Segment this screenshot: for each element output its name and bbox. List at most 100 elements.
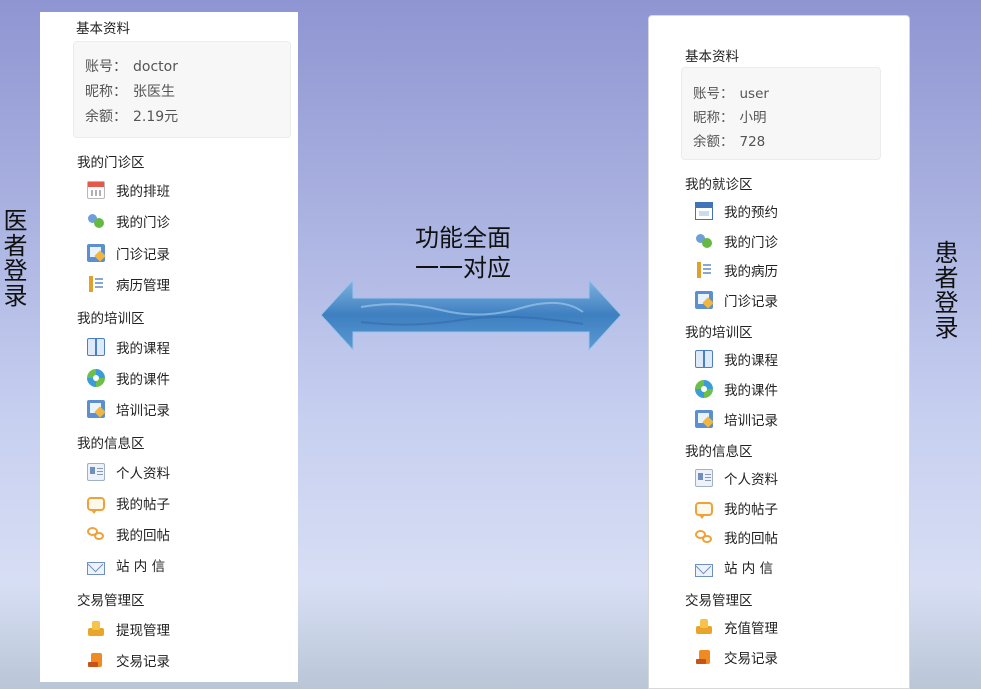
balance-value: 728 xyxy=(739,134,766,150)
nickname-key: 昵称： xyxy=(693,110,734,126)
menu-item-label: 我的预约 xyxy=(724,205,778,221)
menu-item-my-medical-records[interactable]: 我的病历 xyxy=(695,259,778,281)
center-caption-line2: 一一对应 xyxy=(415,254,511,282)
people-icon xyxy=(87,212,105,230)
id-card-icon xyxy=(695,469,713,487)
menu-item-clinic-records[interactable]: 门诊记录 xyxy=(695,289,778,311)
menu-item-label: 培训记录 xyxy=(724,413,778,429)
menu-item-my-posts[interactable]: 我的帖子 xyxy=(87,492,170,514)
menu-item-withdrawal[interactable]: 提现管理 xyxy=(87,618,170,640)
menu-item-my-replies[interactable]: 我的回帖 xyxy=(695,526,778,548)
menu-item-label: 我的门诊 xyxy=(116,215,170,231)
section-title-transactions: 交易管理区 xyxy=(685,593,753,609)
center-caption-line1: 功能全面 xyxy=(415,224,511,252)
menu-item-label: 我的课程 xyxy=(724,353,778,369)
balance-key: 余额： xyxy=(85,109,127,125)
doctor-menu-panel: 基本资料 账号：doctor 昵称：张医生 余额：2.19元 我的门诊区 我的排… xyxy=(40,12,298,682)
menu-item-transaction-records[interactable]: 交易记录 xyxy=(87,649,170,671)
menu-item-label: 门诊记录 xyxy=(724,294,778,310)
menu-item-my-courseware[interactable]: 我的课件 xyxy=(87,367,170,389)
account-info-box: 账号： doctor 昵称： 张医生 余额： 2.19元 xyxy=(73,41,291,138)
menu-item-medical-records[interactable]: 病历管理 xyxy=(87,273,170,295)
speech-bubble-icon xyxy=(87,497,105,514)
patient-menu-panel: 基本资料 账号： user 昵称：小明 余额：728 我的就诊区 我的预约 我的门… xyxy=(648,15,910,689)
nickname-key: 昵称： xyxy=(85,84,127,100)
note-edit-icon xyxy=(87,244,105,262)
people-icon xyxy=(695,232,713,250)
account-value: user xyxy=(739,86,769,102)
menu-item-label: 我的帖子 xyxy=(724,502,778,518)
menu-item-training-records[interactable]: 培训记录 xyxy=(695,408,778,430)
section-title-training: 我的培训区 xyxy=(77,311,145,327)
section-title-transactions: 交易管理区 xyxy=(77,593,145,609)
id-card-icon xyxy=(87,463,105,481)
menu-item-label: 我的课件 xyxy=(724,383,778,399)
menu-item-label: 我的课程 xyxy=(116,341,170,357)
calendar-icon xyxy=(87,181,105,199)
balance-row: 余额：728 xyxy=(693,130,765,150)
menu-item-transaction-records[interactable]: 交易记录 xyxy=(695,646,778,668)
balance-value: 2.19元 xyxy=(133,109,179,125)
center-caption: 功能全面 一一对应 xyxy=(388,223,538,283)
speech-bubble-icon xyxy=(695,502,713,519)
menu-item-my-courses[interactable]: 我的课程 xyxy=(695,348,778,370)
menu-item-training-records[interactable]: 培训记录 xyxy=(87,398,170,420)
nickname-row: 昵称：小明 xyxy=(693,106,767,126)
menu-item-label: 交易记录 xyxy=(116,654,170,670)
menu-item-label: 我的排班 xyxy=(116,184,170,200)
section-title-clinic: 我的门诊区 xyxy=(77,155,145,171)
menu-item-label: 提现管理 xyxy=(116,623,170,639)
menu-item-label: 个人资料 xyxy=(724,472,778,488)
section-title-visits: 我的就诊区 xyxy=(685,177,753,193)
menu-item-label: 我的病历 xyxy=(724,264,778,280)
section-title-info: 我的信息区 xyxy=(685,444,753,460)
book-icon xyxy=(87,338,105,356)
menu-item-my-replies[interactable]: 我的回帖 xyxy=(87,523,170,545)
list-icon xyxy=(695,261,713,279)
menu-item-label: 我的回帖 xyxy=(116,528,170,544)
disc-icon xyxy=(695,380,713,398)
menu-item-my-courseware[interactable]: 我的课件 xyxy=(695,378,778,400)
account-row: 账号： user xyxy=(693,82,769,102)
menu-item-my-clinic[interactable]: 我的门诊 xyxy=(695,230,778,252)
account-info-box: 账号： user 昵称：小明 余额：728 xyxy=(681,67,881,160)
menu-item-label: 站 内 信 xyxy=(116,559,166,575)
reply-bubbles-icon xyxy=(87,525,105,543)
menu-item-my-courses[interactable]: 我的课程 xyxy=(87,336,170,358)
note-edit-icon xyxy=(695,410,713,428)
menu-item-my-appointments[interactable]: 我的预约 xyxy=(695,200,778,222)
menu-item-label: 病历管理 xyxy=(116,278,170,294)
menu-item-label: 我的门诊 xyxy=(724,235,778,251)
menu-item-label: 门诊记录 xyxy=(116,247,170,263)
menu-item-my-clinic[interactable]: 我的门诊 xyxy=(87,210,170,232)
menu-item-recharge[interactable]: 充值管理 xyxy=(695,616,778,638)
basic-info-title: 基本资料 xyxy=(685,49,739,65)
double-arrow-icon xyxy=(321,280,621,350)
account-value: doctor xyxy=(133,59,178,75)
receipt-icon xyxy=(695,648,713,666)
menu-item-my-schedule[interactable]: 我的排班 xyxy=(87,179,170,201)
section-title-info: 我的信息区 xyxy=(77,436,145,452)
note-edit-icon xyxy=(695,291,713,309)
account-key: 账号： xyxy=(693,86,734,102)
menu-item-label: 培训记录 xyxy=(116,403,170,419)
mail-icon xyxy=(695,563,713,577)
menu-item-clinic-records[interactable]: 门诊记录 xyxy=(87,242,170,264)
patient-login-label: 患者登录 xyxy=(930,240,958,340)
nickname-row: 昵称： 张医生 xyxy=(85,81,175,101)
doctor-login-label: 医者登录 xyxy=(0,208,27,308)
nickname-value: 张医生 xyxy=(133,84,175,100)
disc-icon xyxy=(87,369,105,387)
menu-item-label: 个人资料 xyxy=(116,466,170,482)
menu-item-profile[interactable]: 个人资料 xyxy=(695,467,778,489)
menu-item-inbox[interactable]: 站 内 信 xyxy=(695,556,773,578)
section-title-training: 我的培训区 xyxy=(685,325,753,341)
menu-item-my-posts[interactable]: 我的帖子 xyxy=(695,497,778,519)
note-edit-icon xyxy=(87,400,105,418)
menu-item-label: 我的帖子 xyxy=(116,497,170,513)
account-row: 账号： doctor xyxy=(85,56,178,76)
menu-item-profile[interactable]: 个人资料 xyxy=(87,461,170,483)
menu-item-inbox[interactable]: 站 内 信 xyxy=(87,554,165,576)
reply-bubbles-icon xyxy=(695,528,713,546)
account-key: 账号： xyxy=(85,59,127,75)
